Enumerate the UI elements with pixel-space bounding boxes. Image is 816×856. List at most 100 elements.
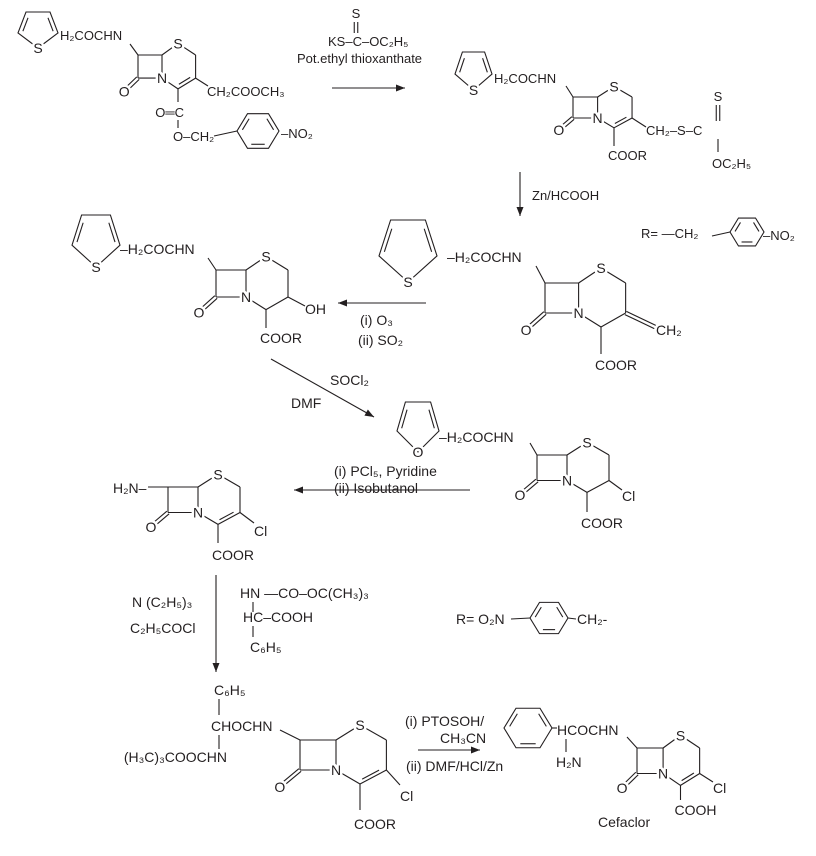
compound-4-bond xyxy=(245,256,267,271)
step-7-reagent-1a: (i) PTOSOH/ xyxy=(405,713,484,729)
r-definition-2-suffix: CH₂- xyxy=(577,611,608,627)
compound-6-nitrogen: N xyxy=(193,505,203,521)
r-definition-2-benzene-ring xyxy=(529,601,569,635)
compound-1-bond xyxy=(213,130,238,137)
compound-1-bond xyxy=(177,77,196,90)
step-7-reagent-1b: CH₃CN xyxy=(440,730,486,746)
compound-6-carbonyl xyxy=(150,510,168,526)
product-bond xyxy=(680,773,700,786)
aromatic-bond xyxy=(383,228,393,252)
r-definition-1-nitro: –NO₂ xyxy=(763,228,795,243)
step-6-acyl-chloride: C₂H₅COCl xyxy=(130,620,196,636)
compound-5-bond xyxy=(566,480,588,493)
compound-2-thiophene xyxy=(454,51,493,91)
compound-5-side-chain: –H₂COCHN xyxy=(439,429,514,445)
compound-5-carbonyl xyxy=(519,478,537,494)
r-definition-1-bond xyxy=(711,231,731,237)
aromatic-bond xyxy=(482,58,488,73)
compound-7-bond xyxy=(359,724,387,741)
step-5-reagent-2: (ii) Isobutanol xyxy=(334,480,418,496)
aromatic-bond xyxy=(47,17,54,32)
compound-2-bond xyxy=(613,86,633,98)
step-2-arrow-head xyxy=(516,207,524,216)
compound-6-oxygen: O xyxy=(146,519,157,535)
compound-4-hydroxyl: OH xyxy=(305,301,326,317)
compound-7-bond xyxy=(385,769,401,786)
compound-2-sulfur: S xyxy=(609,79,618,95)
product-carbonyl xyxy=(621,771,637,787)
step-1-reagent-name: Pot.ethyl thioxanthate xyxy=(297,51,422,66)
step-6-amino-acid-line-3: C₆H₅ xyxy=(250,639,282,655)
r-definition-2-bond xyxy=(510,617,531,620)
compound-7-bond xyxy=(359,769,387,785)
aromatic-bond xyxy=(423,228,433,252)
aromatic-bond xyxy=(509,713,518,727)
compound-1-oxygen: O xyxy=(119,83,130,99)
compound-1-bond xyxy=(161,77,179,90)
compound-6-bond xyxy=(217,473,241,488)
compound-7-ester: COOR xyxy=(354,816,396,832)
step-4-arrow xyxy=(270,358,375,418)
aromatic-bond xyxy=(428,409,435,429)
product-oxygen: O xyxy=(617,780,628,796)
compound-3-oxygen: O xyxy=(521,322,532,338)
compound-4-bond xyxy=(287,296,306,307)
compound-2-carbonyl xyxy=(558,116,573,129)
compound-5-carbonyl xyxy=(521,481,539,496)
compound-6-carbonyl xyxy=(152,513,170,528)
compound-7-chloro: Cl xyxy=(400,788,413,804)
compound-6-amine: H₂N– xyxy=(113,480,147,496)
compound-6-sulfur: S xyxy=(213,466,222,482)
product-bond xyxy=(626,736,638,749)
step-5-arrow-head xyxy=(294,486,303,494)
compound-5-bond xyxy=(529,442,538,456)
aromatic-bond xyxy=(108,222,116,243)
compound-7-bond xyxy=(335,769,361,785)
compound-3-ester: COOR xyxy=(595,357,637,373)
compound-7-boc-amine: (H₃C)₃COOCHN xyxy=(124,749,227,765)
step-6-amino-acid-line-1: HN —CO–OC(CH₃)₃ xyxy=(240,585,369,601)
step-7-arrow-head xyxy=(471,746,480,754)
compound-4-bond xyxy=(265,296,289,311)
step-3-reagent-2: (ii) SO₂ xyxy=(358,332,403,348)
product-bond xyxy=(680,734,700,749)
compound-4-carbonyl xyxy=(198,295,216,311)
step-6-arrow-head xyxy=(212,663,220,672)
compound-4-bond xyxy=(265,256,289,271)
r-definition-1-prefix: R= —CH₂ xyxy=(641,226,698,241)
compound-3-exomethylene-bond xyxy=(626,310,656,326)
product-sulfur: S xyxy=(676,727,685,743)
compound-5-bond xyxy=(566,441,588,456)
aromatic-bond xyxy=(534,606,542,618)
compound-1-benzene-ring xyxy=(236,113,280,149)
compound-1-thiophene xyxy=(17,11,59,49)
compound-3-thiophene xyxy=(378,219,438,283)
compound-3-sulfur: S xyxy=(596,260,605,276)
compound-7-oxygen: O xyxy=(274,779,285,795)
compound-6-bond xyxy=(239,512,255,524)
product-benzene-ring xyxy=(503,707,553,749)
compound-1-bond xyxy=(161,43,179,56)
compound-4-bond xyxy=(207,257,217,271)
labels: SNOSH₂COCHNCH₂COOCH₃O═CO–CH₂–NO₂SKS–C–OC… xyxy=(31,6,795,832)
aromatic-bond xyxy=(22,17,29,32)
compound-3-carbonyl xyxy=(527,313,547,331)
compound-1-nitrogen: N xyxy=(157,70,167,86)
aromatic-bond xyxy=(178,76,191,85)
compound-3-bond xyxy=(600,312,626,328)
product-amine: H₂N xyxy=(556,754,582,770)
compound-2-ethoxy: OC₂H₅ xyxy=(712,156,751,171)
step-4-arrow-head xyxy=(364,409,374,417)
r-definition-2-prefix: R= O₂N xyxy=(456,611,505,627)
aromatic-bond xyxy=(401,409,408,429)
compound-5-oxygen: O xyxy=(515,487,526,503)
compound-4-carbonyl xyxy=(200,297,218,314)
product-bond xyxy=(662,734,681,749)
bonds-and-arrows xyxy=(17,11,765,810)
aromatic-bond xyxy=(753,222,760,232)
compound-3-side-chain: –H₂COCHN xyxy=(447,249,522,265)
aromatic-bond xyxy=(459,58,465,73)
step-2-reagent: Zn/HCOOH xyxy=(532,188,599,203)
compound-1-thiophene-heteroatom: S xyxy=(33,40,42,56)
aromatic-bond xyxy=(76,222,84,243)
